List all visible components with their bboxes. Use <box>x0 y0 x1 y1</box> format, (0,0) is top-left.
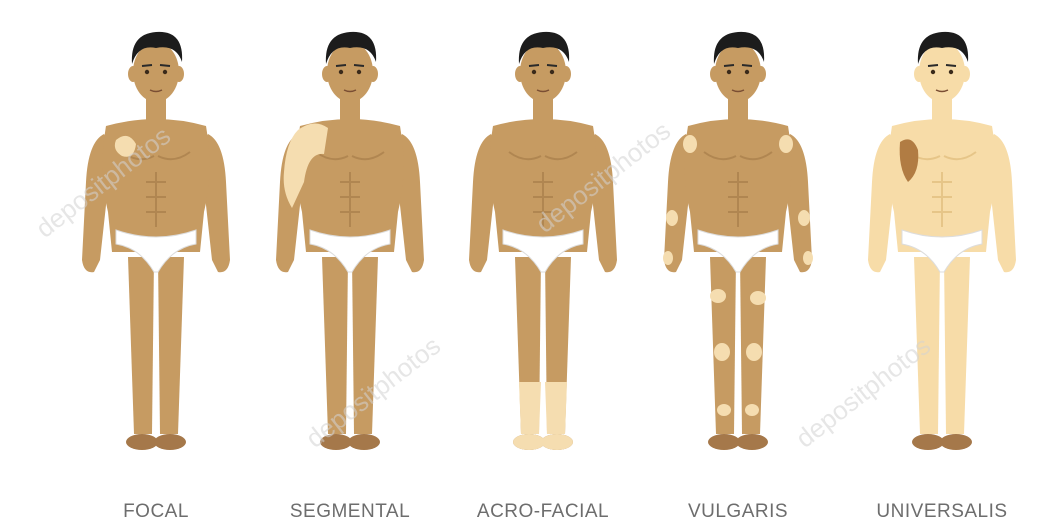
label-vulgaris: VULGARIS <box>638 501 838 523</box>
depigmented-patch <box>779 135 793 153</box>
right-shoe <box>154 434 186 450</box>
depigmented-patch <box>541 434 573 450</box>
figure-vulgaris <box>658 22 818 462</box>
label-universalis: UNIVERSALIS <box>842 501 1042 523</box>
depigmented-patch <box>746 343 762 361</box>
right-shoe <box>348 434 380 450</box>
depigmented-patch <box>803 251 813 265</box>
depigmented-patch <box>745 404 759 416</box>
left-shoe <box>708 434 740 450</box>
right-leg <box>944 257 970 434</box>
depigmented-patch <box>683 135 697 153</box>
label-acro-facial: ACRO-FACIAL <box>443 501 643 523</box>
depigmented-patch <box>710 289 726 303</box>
head <box>715 42 761 102</box>
head <box>133 42 179 102</box>
head <box>327 42 373 102</box>
depigmented-patch <box>750 291 766 305</box>
depigmented-patch <box>663 251 673 265</box>
figure-focal <box>76 22 236 462</box>
left-shoe <box>126 434 158 450</box>
label-focal: FOCAL <box>56 501 256 523</box>
depigmented-patch <box>519 382 541 434</box>
left-leg <box>128 257 154 434</box>
right-leg <box>158 257 184 434</box>
depigmented-patch <box>798 210 810 226</box>
right-shoe <box>940 434 972 450</box>
figure-universalis <box>862 22 1022 462</box>
head <box>919 42 965 102</box>
figure-acro-facial <box>463 22 623 462</box>
label-segmental: SEGMENTAL <box>250 501 450 523</box>
right-shoe <box>736 434 768 450</box>
depigmented-patch <box>513 434 545 450</box>
left-shoe <box>912 434 944 450</box>
depigmented-patch <box>717 404 731 416</box>
depigmented-patch <box>545 382 567 434</box>
depigmented-patch <box>714 343 730 361</box>
depigmented-patch <box>666 210 678 226</box>
head <box>520 42 566 102</box>
